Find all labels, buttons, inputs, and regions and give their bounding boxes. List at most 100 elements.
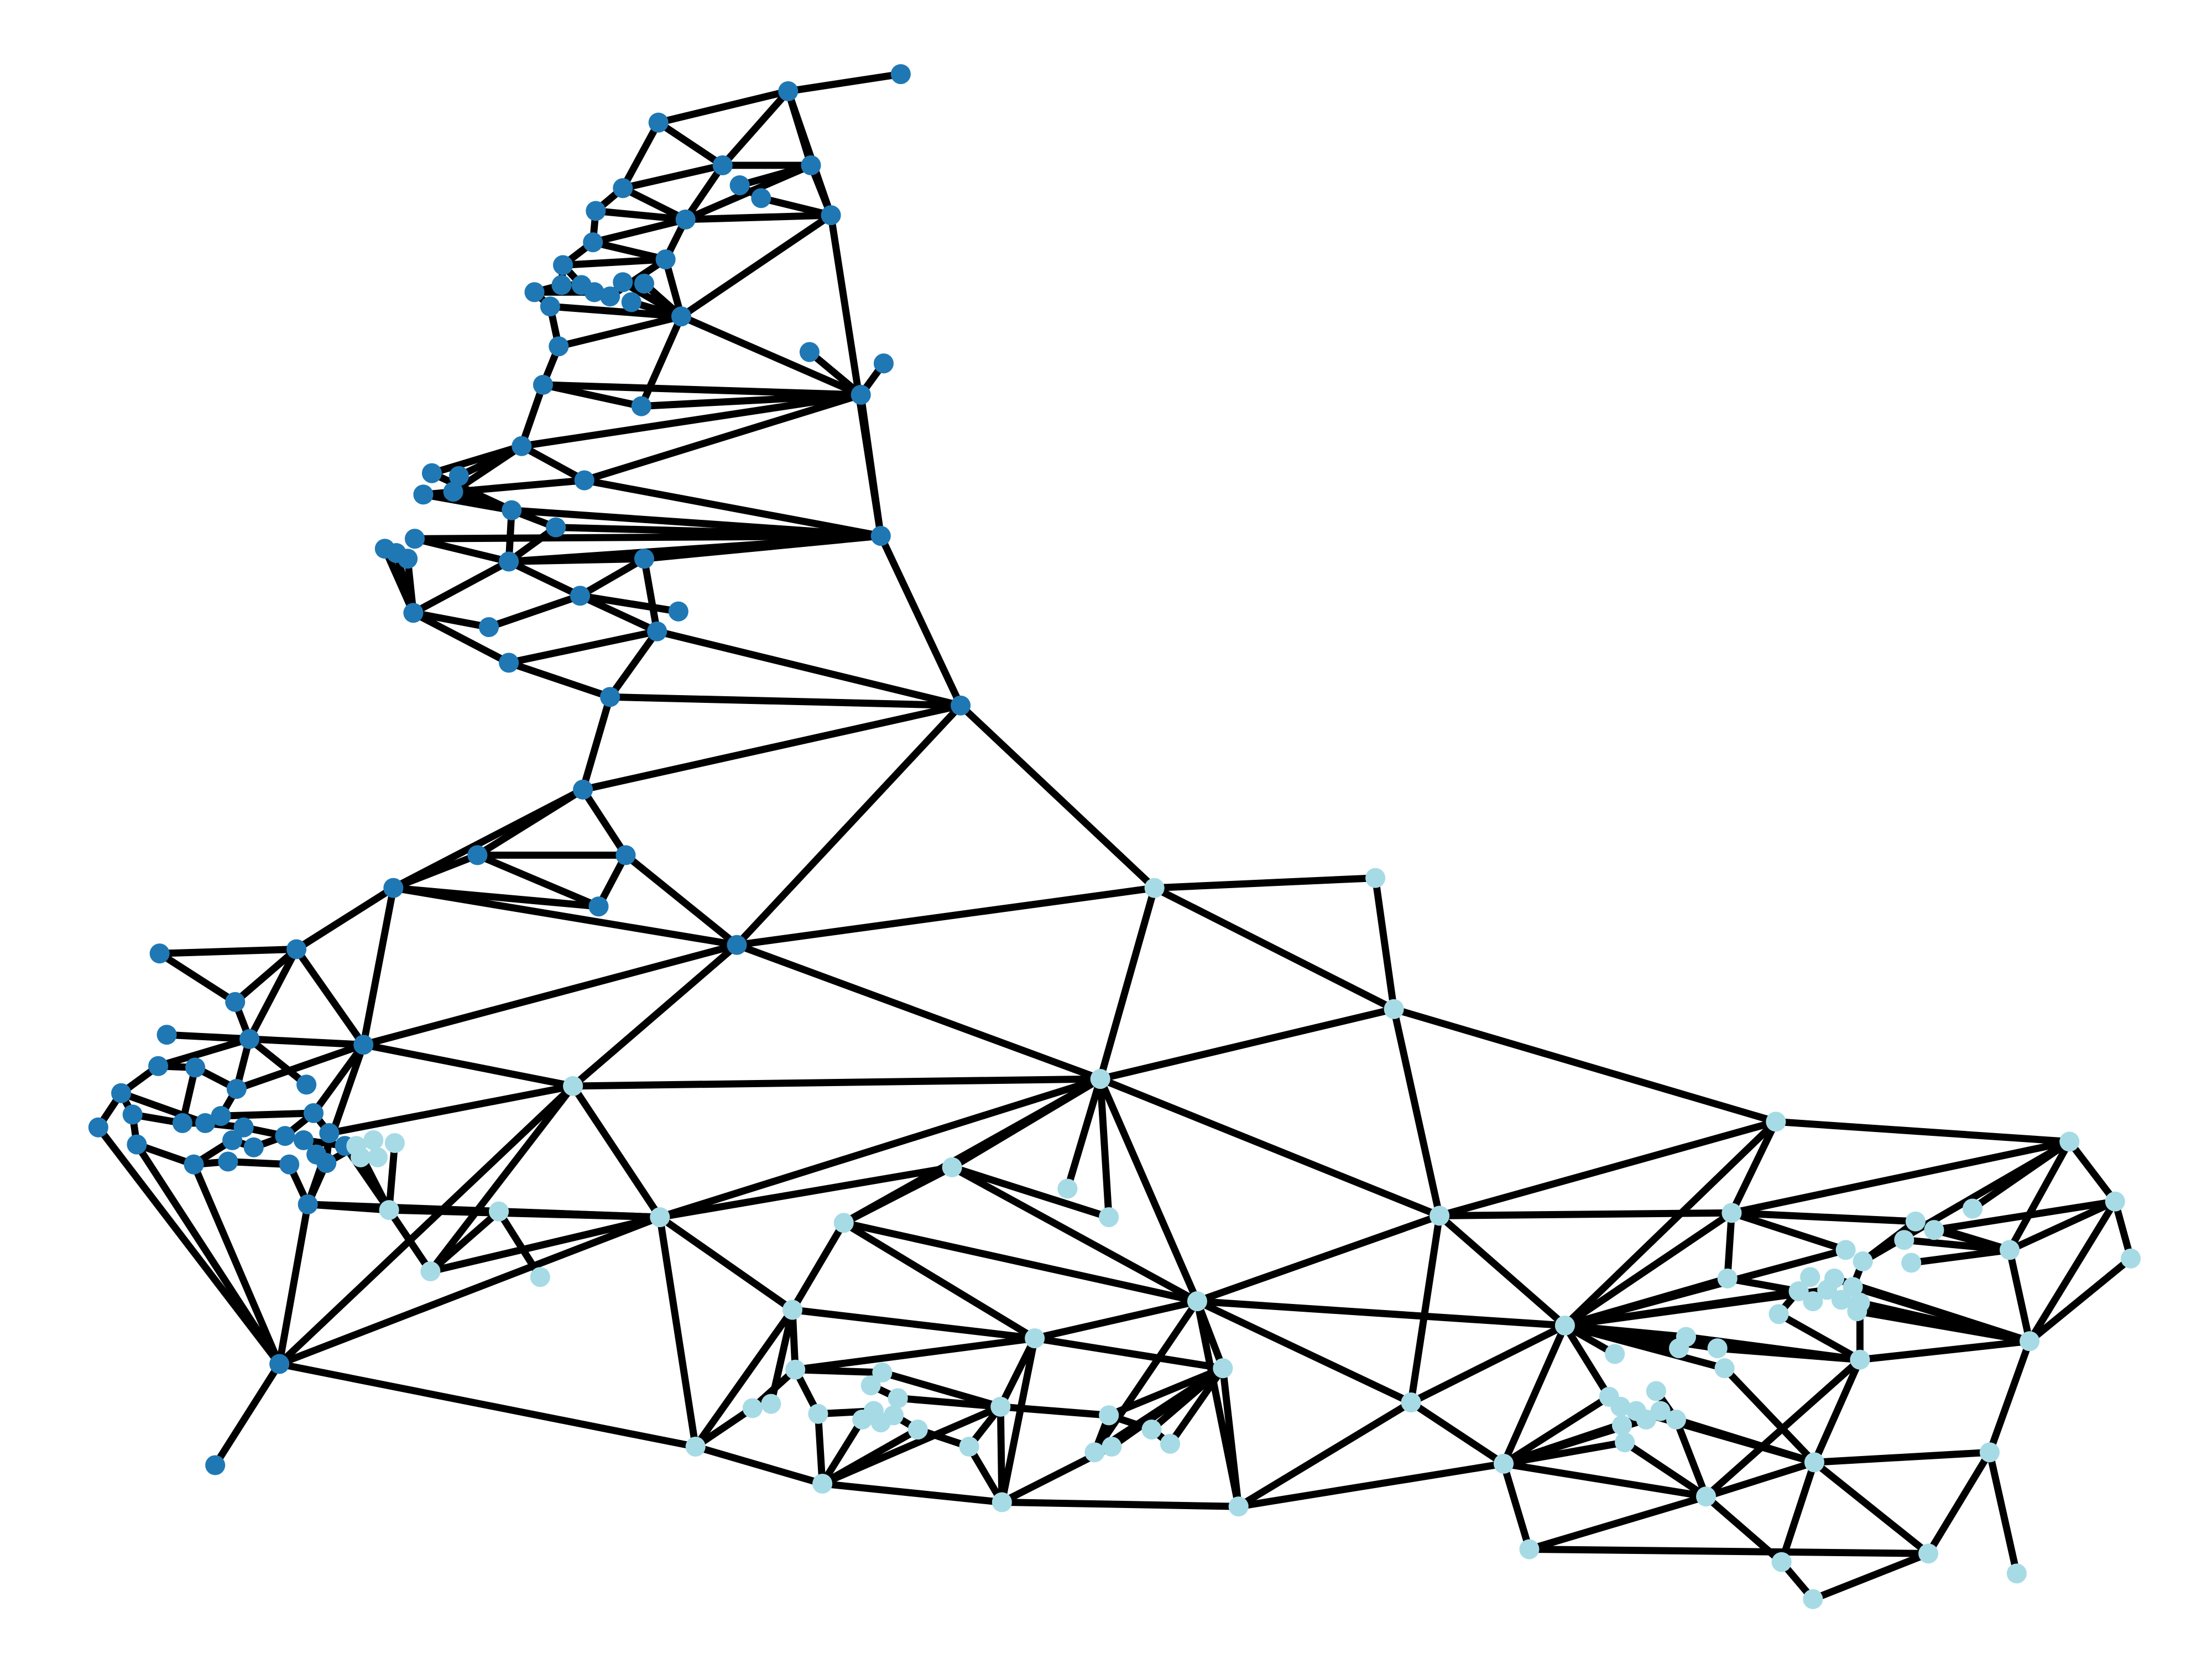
graph-edge <box>1830 1275 2033 1345</box>
graph-node-community-a <box>613 178 633 199</box>
graph-node-community-a <box>801 155 821 176</box>
graph-node-community-b <box>942 1157 962 1177</box>
graph-edge <box>217 1109 317 1120</box>
graph-node-community-b <box>530 1267 550 1287</box>
graph-edge <box>1193 1297 1569 1329</box>
graph-node-community-a <box>615 845 636 865</box>
graph-edge <box>576 555 648 599</box>
graph-edge <box>806 348 865 399</box>
graph-node-community-b <box>785 1359 806 1380</box>
graph-edge <box>1500 1393 1613 1468</box>
graph-edge <box>653 628 964 709</box>
graph-edge <box>1986 1448 2021 1577</box>
graph-node-community-b <box>1771 1552 1792 1572</box>
graph-node-community-b <box>685 1436 706 1457</box>
graph-edge <box>246 1035 367 1048</box>
graph-edge <box>1859 1218 1919 1265</box>
graph-node-community-b <box>563 1076 583 1096</box>
graph-edge <box>1097 1075 1443 1219</box>
graph-edge <box>791 1334 1039 1374</box>
graph-node-community-b <box>1803 1589 1823 1609</box>
graph-edge <box>1235 1460 1507 1510</box>
graph-edge <box>957 702 1159 892</box>
graph-edge <box>840 1164 956 1227</box>
graph-edge <box>677 211 835 320</box>
graph-node-community-a <box>239 1029 260 1049</box>
graph-node-community-b <box>1401 1392 1421 1413</box>
graph-edge <box>409 558 513 617</box>
graph-edge <box>569 941 740 1090</box>
graph-node-community-a <box>205 1455 226 1475</box>
graph-node-community-b <box>1650 1401 1671 1421</box>
graph-node-community-a <box>383 878 404 898</box>
graph-edge <box>655 119 727 169</box>
graph-node-community-b <box>2006 1563 2027 1584</box>
graph-node-community-b <box>367 1147 388 1167</box>
graph-node-community-a <box>211 1106 231 1126</box>
graph-edge <box>677 312 865 399</box>
graph-node-community-b <box>1962 1198 1983 1219</box>
graph-edge <box>1031 1334 1227 1372</box>
graph-node-community-b <box>351 1147 371 1167</box>
graph-edge <box>495 1208 544 1281</box>
graph-node-community-a <box>570 586 591 606</box>
graph-node-community-b <box>1084 1442 1105 1463</box>
graph-node-community-a <box>647 621 667 641</box>
graph-node-community-a <box>316 1153 337 1173</box>
graph-edge <box>877 532 964 709</box>
graph-edge <box>692 1443 826 1488</box>
graph-edge <box>1193 1212 1443 1305</box>
graph-node-community-a <box>671 306 691 327</box>
graph-node-community-a <box>586 201 606 221</box>
graph-edge <box>1721 1364 1818 1466</box>
graph-node-community-a <box>553 255 573 275</box>
graph-edge <box>409 609 513 666</box>
graph-node-community-b <box>1768 1304 1789 1324</box>
graph-node-community-b <box>1611 1415 1632 1436</box>
graph-edge <box>293 884 397 953</box>
graph-edge <box>948 1164 1113 1221</box>
graph-node-community-a <box>303 1103 324 1123</box>
graph-edge <box>2006 1198 2119 1254</box>
graph-edge <box>1561 1286 1831 1329</box>
graph-edge <box>1193 1297 1415 1406</box>
graph-edge <box>656 1213 796 1313</box>
graph-node-community-b <box>1717 1268 1738 1288</box>
graph-node-community-b <box>1766 1112 1786 1132</box>
graph-edge <box>579 786 629 859</box>
graph-node-community-b <box>1824 1268 1845 1288</box>
graph-edge <box>426 1082 577 1275</box>
graph-edge <box>133 1141 283 1368</box>
graph-node-community-b <box>761 1394 781 1414</box>
graph-node-community-b <box>1804 1452 1824 1473</box>
graph-edge <box>293 946 367 1048</box>
graph-node-community-a <box>275 1126 295 1146</box>
graph-node-community-a <box>583 232 603 253</box>
graph-node-community-a <box>298 1194 318 1214</box>
graph-edge <box>224 1158 293 1168</box>
graph-node-community-a <box>185 1057 206 1078</box>
graph-edge <box>682 161 727 223</box>
graph-edge <box>638 312 685 410</box>
graph-node-community-a <box>655 249 676 270</box>
graph-edge <box>1924 1448 1994 1557</box>
graph-edge <box>840 1219 1201 1305</box>
graph-edge <box>682 211 835 223</box>
graph-edge <box>1728 1118 1780 1217</box>
graph-node-community-b <box>1901 1253 1922 1273</box>
graph-edge <box>818 1480 1006 1506</box>
graph-node-community-b <box>1669 1338 1689 1359</box>
graph-edge <box>1151 874 1379 892</box>
graph-node-community-b <box>1610 1396 1631 1417</box>
graph-edge <box>581 477 885 540</box>
graph-edge <box>546 302 685 320</box>
graph-node-community-a <box>821 205 841 226</box>
graph-edge <box>211 1360 283 1469</box>
graph-edge <box>231 946 300 1006</box>
graph-node-community-a <box>218 1151 238 1172</box>
graph-node-community-a <box>668 601 688 622</box>
graph-node-community-b <box>742 1398 763 1418</box>
node-layer <box>88 64 2141 1609</box>
graph-edge <box>1436 1118 1780 1219</box>
